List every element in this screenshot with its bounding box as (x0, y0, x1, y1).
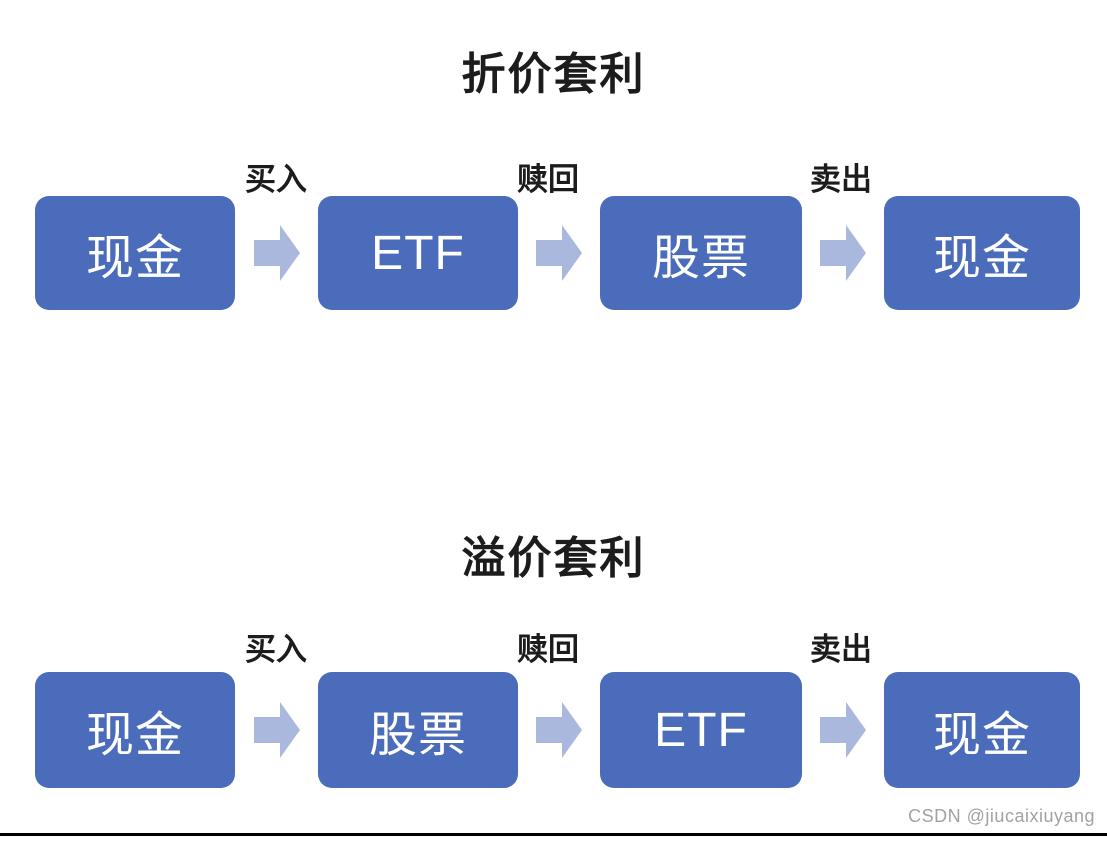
discount-arrow-label-buy: 买入 (245, 162, 307, 197)
discount-arrow-label-sell: 卖出 (810, 162, 872, 197)
arrow-right-icon (254, 702, 300, 758)
premium-box-etf-label: ETF (654, 703, 748, 757)
discount-arbitrage-title: 折价套利 (461, 50, 646, 99)
premium-arrow-label-sell: 卖出 (810, 632, 872, 667)
premium-arrow-label-redeem: 赎回 (517, 632, 579, 667)
premium-arbitrage-title: 溢价套利 (461, 534, 646, 583)
discount-box-cash-end: 现金 (884, 196, 1080, 310)
premium-box-stock: 股票 (318, 672, 518, 788)
premium-box-etf: ETF (600, 672, 802, 788)
premium-box-cash-end-label: 现金 (932, 709, 1031, 762)
bottom-divider (0, 833, 1107, 836)
premium-box-cash-start: 现金 (35, 672, 235, 788)
arrow-right-icon (820, 702, 866, 758)
premium-box-cash-start-label: 现金 (85, 709, 184, 762)
premium-box-stock-label: 股票 (368, 709, 467, 762)
discount-box-etf: ETF (318, 196, 518, 310)
discount-box-etf-label: ETF (371, 226, 465, 280)
discount-box-cash-start-label: 现金 (85, 232, 184, 285)
arrow-right-icon (536, 702, 582, 758)
arrow-right-icon (536, 225, 582, 281)
discount-box-cash-start: 现金 (35, 196, 235, 310)
premium-arrow-label-buy: 买入 (245, 632, 307, 667)
csdn-watermark: CSDN @jiucaixiuyang (908, 806, 1095, 826)
discount-box-stock: 股票 (600, 196, 802, 310)
arrow-right-icon (254, 225, 300, 281)
discount-arrow-label-redeem: 赎回 (517, 162, 579, 197)
premium-box-cash-end: 现金 (884, 672, 1080, 788)
arrow-right-icon (820, 225, 866, 281)
discount-box-stock-label: 股票 (651, 232, 750, 285)
discount-box-cash-end-label: 现金 (932, 232, 1031, 285)
